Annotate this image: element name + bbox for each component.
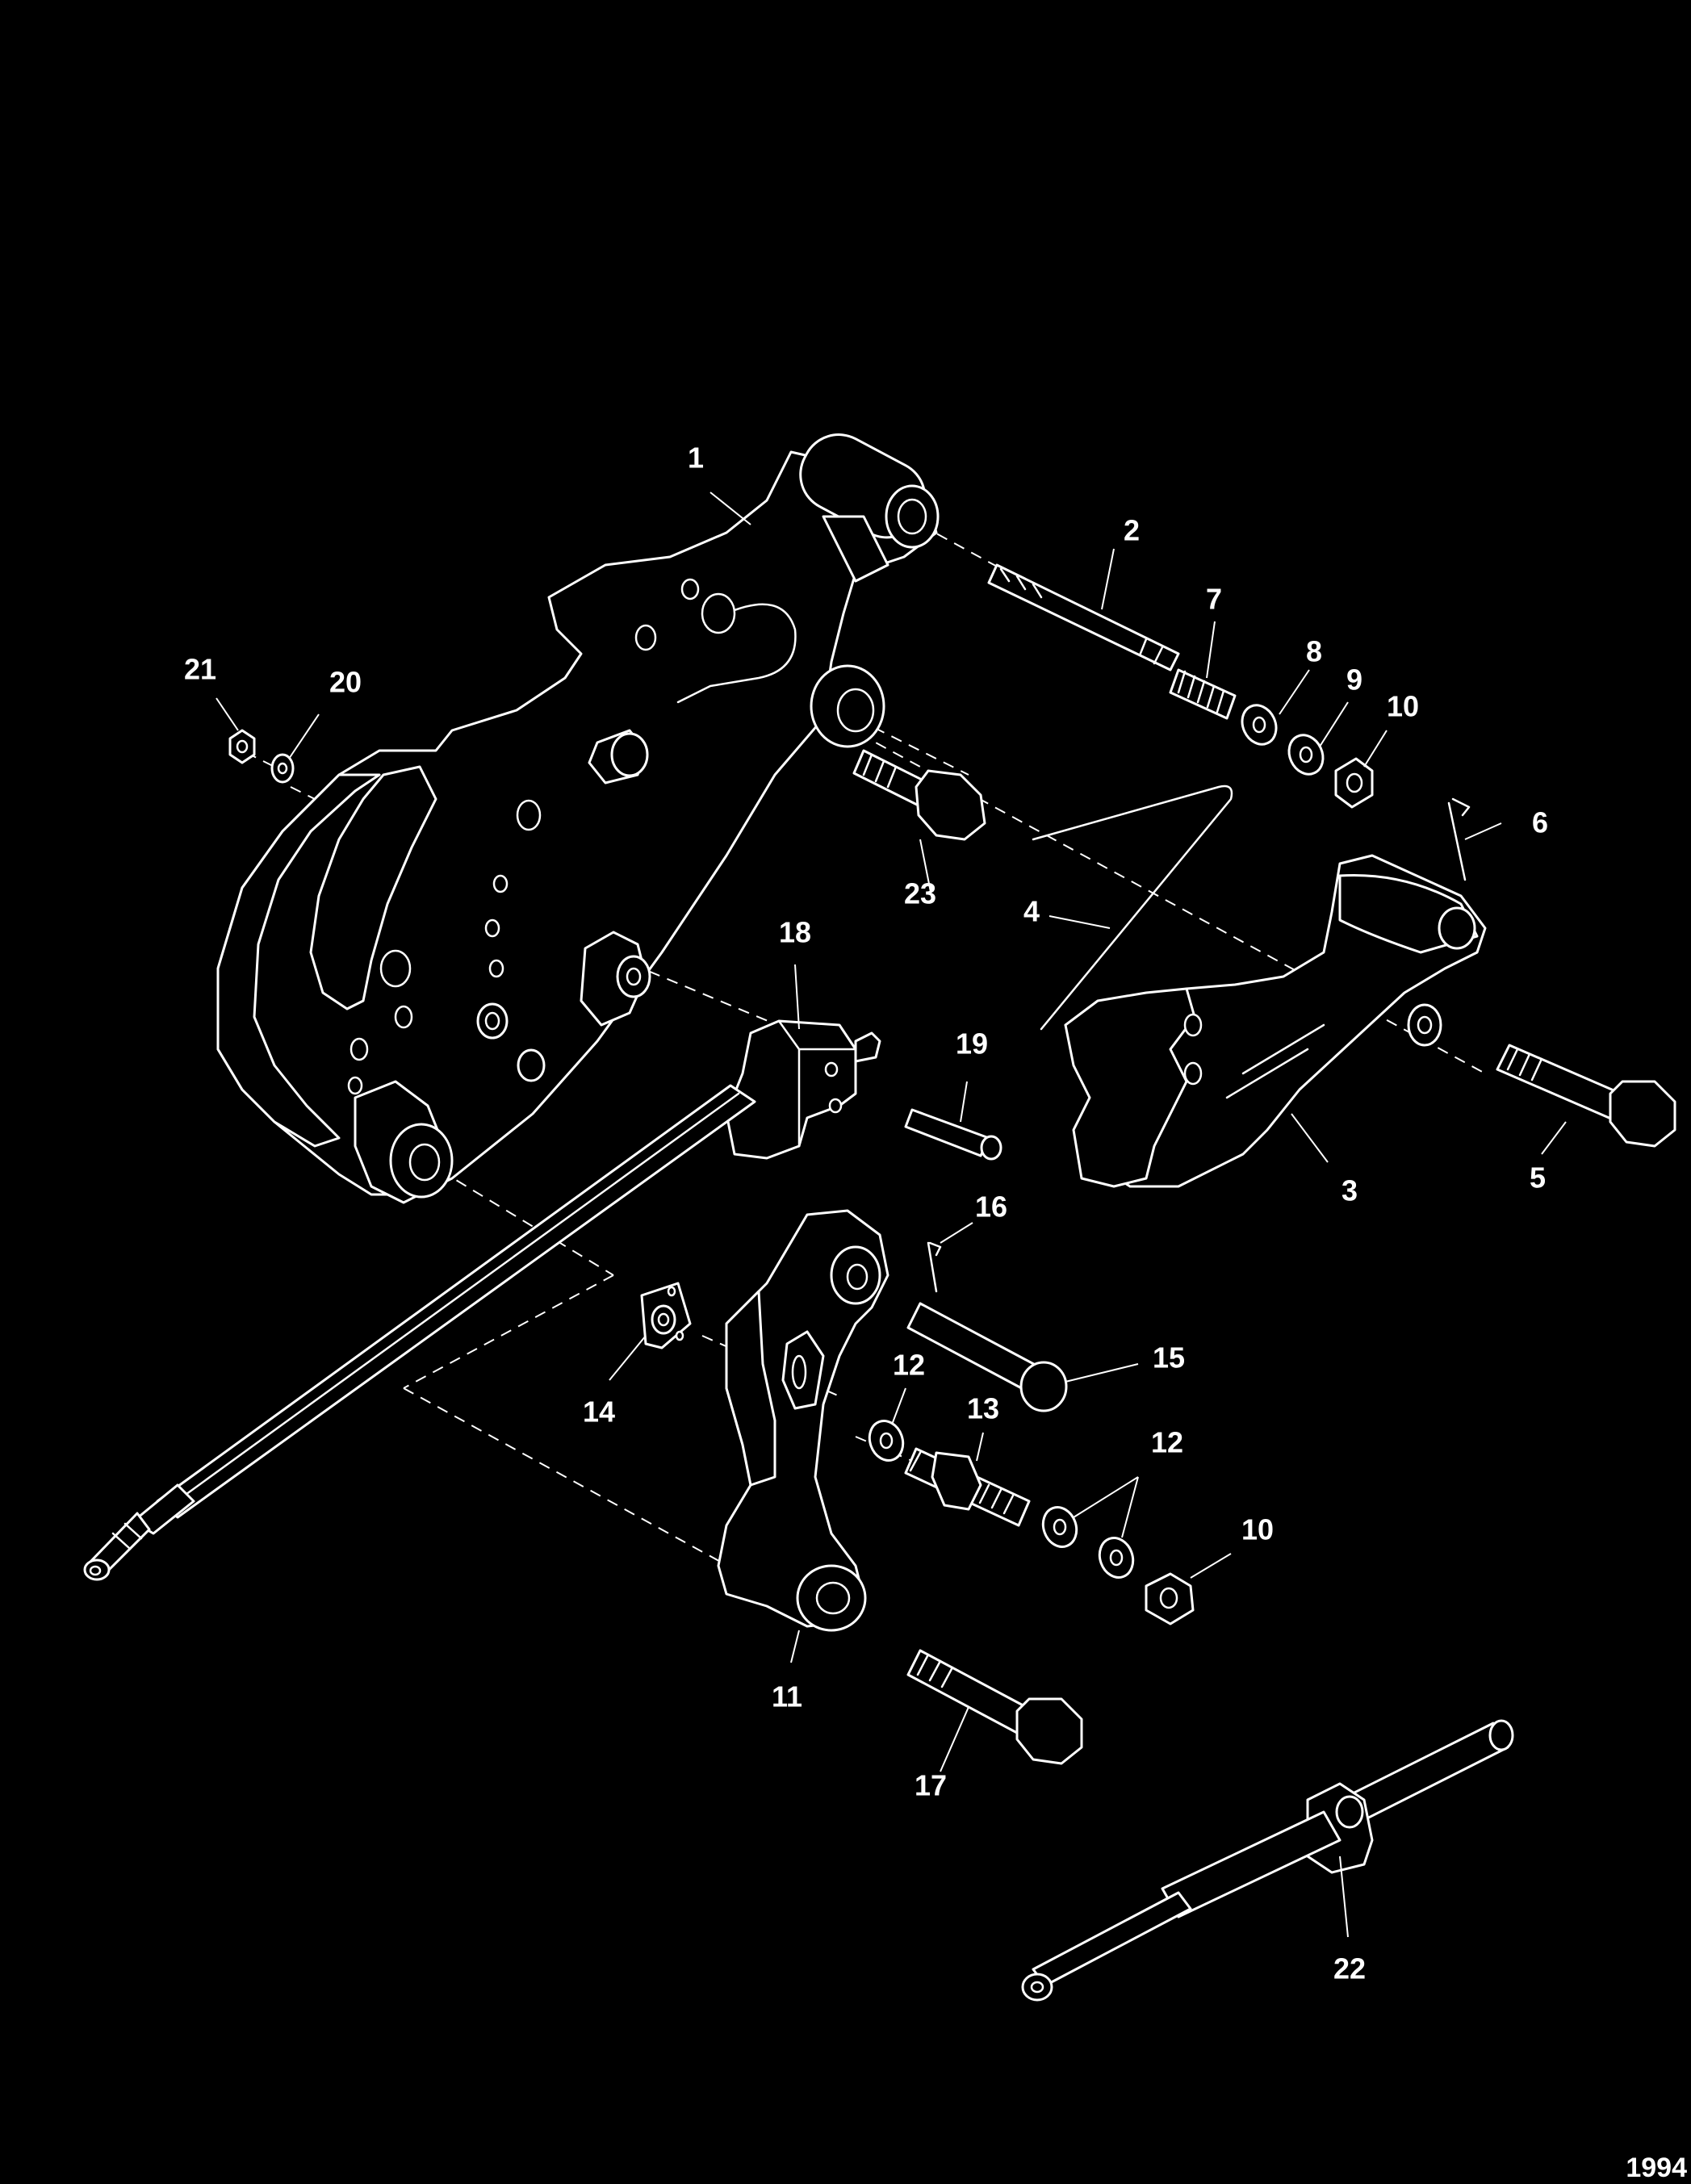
wire-spring — [1032, 784, 1233, 1031]
leader-lines — [216, 492, 1567, 1938]
callout-15: 15 — [1153, 1341, 1185, 1374]
spring — [1169, 668, 1237, 720]
callout-5: 5 — [1530, 1161, 1546, 1195]
callout-23: 23 — [904, 877, 936, 910]
bolt-17 — [906, 1649, 1083, 1765]
plate-14 — [640, 1282, 692, 1349]
callout-6: 6 — [1532, 806, 1548, 839]
callout-7: 7 — [1206, 583, 1222, 616]
stud — [987, 563, 1180, 672]
callout-14: 14 — [583, 1395, 615, 1429]
washer-9 — [1287, 734, 1325, 776]
callout-21: 21 — [184, 653, 216, 686]
callout-10-lower: 10 — [1241, 1513, 1274, 1546]
callout-1: 1 — [688, 441, 704, 475]
washer-12-c — [1098, 1537, 1135, 1579]
washer-20 — [270, 753, 295, 784]
cotter-pin-6 — [1447, 797, 1471, 881]
callout-13: 13 — [967, 1392, 999, 1425]
figure-number: 1994 — [1626, 2153, 1687, 2183]
callout-22: 22 — [1333, 1952, 1366, 1985]
shift-cable — [83, 1084, 756, 1581]
callout-16: 16 — [975, 1190, 1007, 1224]
callout-labels: 1 2 3 4 5 6 7 8 9 10 10 11 12 12 13 14 1… — [184, 441, 1548, 1985]
pin-19 — [904, 1108, 1002, 1161]
nut-21 — [228, 729, 256, 764]
washer-12-a — [868, 1420, 905, 1462]
washer-12-b — [1041, 1506, 1078, 1548]
washer-8 — [1241, 704, 1278, 746]
lever-arm-11 — [717, 1209, 889, 1632]
callout-11: 11 — [772, 1680, 802, 1713]
cotter-pin-16 — [927, 1241, 942, 1293]
callout-12-lower: 12 — [1151, 1426, 1183, 1459]
main-bracket — [216, 433, 940, 1204]
callout-18: 18 — [779, 916, 811, 949]
callout-12-upper: 12 — [893, 1349, 925, 1382]
callout-20: 20 — [329, 666, 362, 699]
bolt-23 — [852, 749, 986, 841]
latch-bracket — [1064, 854, 1487, 1188]
callout-19: 19 — [956, 1027, 988, 1061]
callout-8: 8 — [1306, 635, 1322, 668]
shift-shaft-22 — [1021, 1719, 1514, 2002]
callout-9: 9 — [1346, 663, 1362, 697]
nut-10-lower — [1145, 1572, 1195, 1625]
callout-10-upper: 10 — [1387, 690, 1419, 723]
bolt-5 — [1496, 1044, 1676, 1148]
clevis-pin-15 — [906, 1302, 1068, 1412]
nut-10-upper — [1334, 757, 1374, 809]
shift-cable-block — [725, 1019, 881, 1160]
callout-4: 4 — [1023, 895, 1040, 928]
stud-13 — [904, 1447, 1031, 1527]
callout-2: 2 — [1124, 514, 1140, 547]
callout-3: 3 — [1341, 1174, 1358, 1207]
callout-17: 17 — [915, 1769, 947, 1802]
